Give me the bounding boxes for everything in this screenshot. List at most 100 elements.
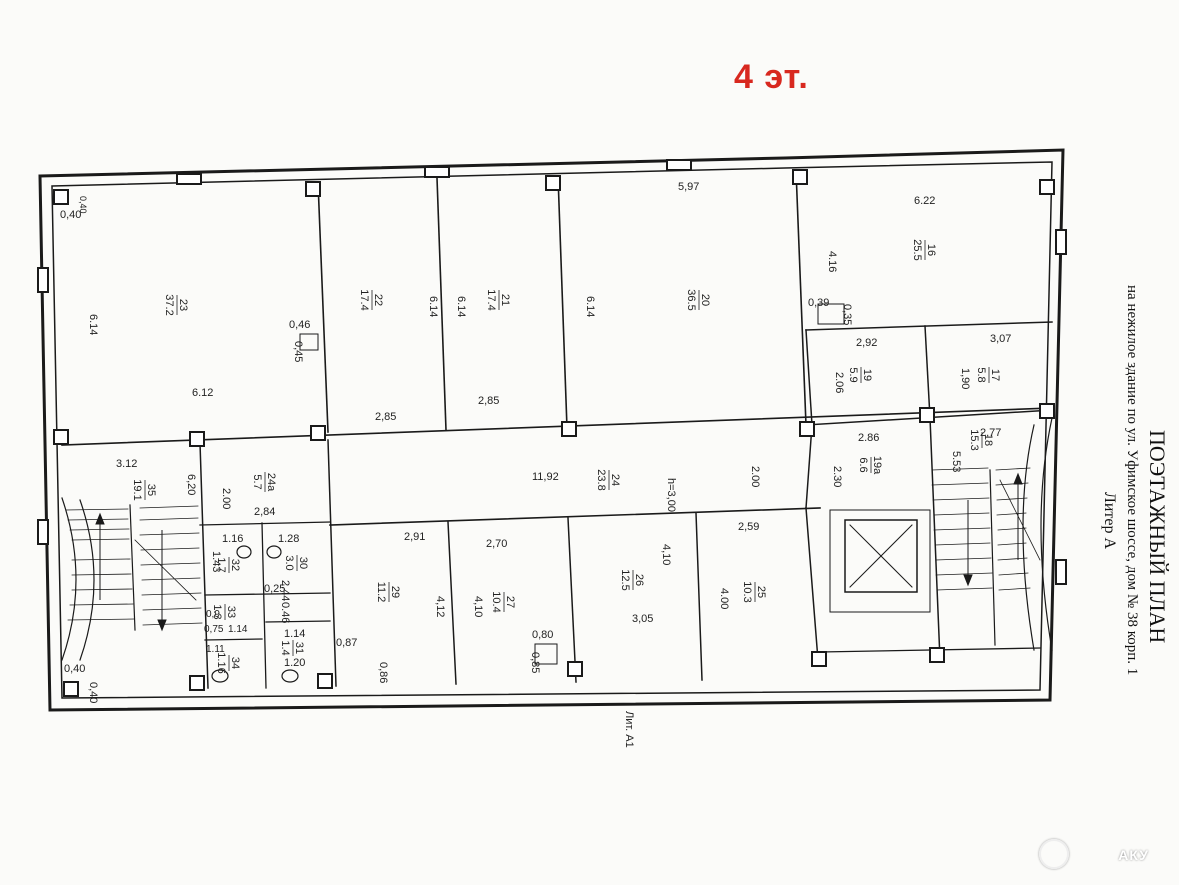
svg-text:27: 27 xyxy=(504,596,516,608)
svg-text:23: 23 xyxy=(177,299,189,311)
watermark-logo-icon xyxy=(1039,839,1069,869)
svg-text:1,90: 1,90 xyxy=(959,368,971,389)
svg-text:22: 22 xyxy=(372,294,384,306)
svg-text:35: 35 xyxy=(145,484,157,496)
svg-text:2.30: 2.30 xyxy=(831,466,843,487)
svg-text:5.7: 5.7 xyxy=(251,474,263,489)
room-31-label: 31 1.4 xyxy=(279,640,305,656)
svg-text:18: 18 xyxy=(982,434,994,446)
arrow-up-icon xyxy=(1013,472,1023,485)
room-18-label: 18 15.3 xyxy=(968,429,994,450)
svg-text:6.22: 6.22 xyxy=(914,195,935,207)
svg-text:1.20: 1.20 xyxy=(284,657,305,669)
svg-text:20: 20 xyxy=(699,294,711,306)
svg-text:6,20: 6,20 xyxy=(185,474,197,495)
room-34-label: 34 1.16 xyxy=(215,652,241,673)
svg-text:2.44: 2.44 xyxy=(279,580,291,601)
svg-text:3,07: 3,07 xyxy=(990,333,1011,345)
svg-text:36.5: 36.5 xyxy=(685,289,697,310)
svg-text:1.16: 1.16 xyxy=(222,533,243,545)
svg-text:5.9: 5.9 xyxy=(847,367,859,382)
svg-text:5.8: 5.8 xyxy=(975,367,987,382)
svg-text:4,12: 4,12 xyxy=(434,596,446,617)
room-23-label: 23 37.2 xyxy=(163,294,189,315)
svg-text:6.12: 6.12 xyxy=(192,387,213,399)
room-21-label: 21 17.4 xyxy=(485,289,511,310)
svg-text:6.6: 6.6 xyxy=(857,457,869,472)
arrow-down-icon xyxy=(157,619,167,632)
svg-text:2,92: 2,92 xyxy=(856,337,877,349)
watermark: АКУ xyxy=(1118,847,1149,863)
svg-text:26: 26 xyxy=(633,574,645,586)
svg-text:1.43: 1.43 xyxy=(210,551,222,572)
svg-text:25: 25 xyxy=(755,586,767,598)
svg-text:6.14: 6.14 xyxy=(584,296,596,317)
svg-text:30: 30 xyxy=(297,557,309,569)
svg-text:17.4: 17.4 xyxy=(358,289,370,310)
svg-text:0,39: 0,39 xyxy=(808,297,829,309)
arrow-up-icon xyxy=(95,512,105,525)
svg-text:29: 29 xyxy=(389,586,401,598)
room-35-label: 35 19.1 xyxy=(131,479,157,500)
svg-text:6.14: 6.14 xyxy=(427,296,439,317)
svg-text:2,70: 2,70 xyxy=(486,538,507,550)
room-24a-label: 24а 5.7 xyxy=(251,472,277,492)
svg-text:0,45: 0,45 xyxy=(292,341,304,362)
svg-text:4.16: 4.16 xyxy=(826,251,838,272)
outer-wall xyxy=(38,148,1065,712)
svg-text:33: 33 xyxy=(225,606,237,618)
room-19a-label: 19а 6.6 xyxy=(857,456,883,475)
svg-text:3.0: 3.0 xyxy=(283,555,295,570)
svg-text:31: 31 xyxy=(293,642,305,654)
svg-text:0,9: 0,9 xyxy=(206,609,220,620)
room-19-label: 19 5.9 xyxy=(847,367,873,383)
svg-text:37.2: 37.2 xyxy=(163,294,175,315)
svg-text:0,35: 0,35 xyxy=(841,304,853,325)
svg-text:21: 21 xyxy=(499,294,511,306)
svg-text:1.14: 1.14 xyxy=(284,628,305,640)
svg-text:17.4: 17.4 xyxy=(485,289,497,310)
room-24-label: 24 23.8 xyxy=(595,469,621,490)
svg-text:34: 34 xyxy=(229,657,241,669)
svg-text:12.5: 12.5 xyxy=(619,569,631,590)
svg-text:1.28: 1.28 xyxy=(278,533,299,545)
room-27-label: 27 10.4 xyxy=(490,591,516,612)
toilet-icon xyxy=(281,669,299,683)
svg-text:1.3: 1.3 xyxy=(211,604,223,619)
svg-text:2.00: 2.00 xyxy=(749,466,761,487)
svg-text:0,46: 0,46 xyxy=(289,319,310,331)
plan-subtitle: на нежилое здание по ул. Уфимское шоссе,… xyxy=(1124,285,1140,676)
svg-text:17: 17 xyxy=(989,369,1001,381)
svg-text:3.12: 3.12 xyxy=(116,458,137,470)
svg-text:2.06: 2.06 xyxy=(833,372,845,393)
svg-text:10.3: 10.3 xyxy=(741,581,753,602)
svg-text:2.86: 2.86 xyxy=(858,432,879,444)
svg-text:h=3,00: h=3,00 xyxy=(665,478,677,512)
svg-text:32: 32 xyxy=(229,559,241,571)
room-32-label: 32 1.7 xyxy=(215,557,241,573)
column-icon xyxy=(53,189,69,205)
svg-text:15.3: 15.3 xyxy=(968,429,980,450)
sink-icon xyxy=(236,545,252,559)
plan-title: ПОЭТАЖНЫЙ ПЛАН xyxy=(1145,430,1170,644)
svg-text:2.00: 2.00 xyxy=(220,488,232,509)
room-26-label: 26 12.5 xyxy=(619,569,645,590)
svg-text:19а: 19а xyxy=(871,456,883,475)
svg-text:1.14: 1.14 xyxy=(228,624,248,635)
svg-text:4,10: 4,10 xyxy=(660,544,672,565)
svg-text:1.7: 1.7 xyxy=(215,557,227,572)
svg-text:5.53: 5.53 xyxy=(950,451,962,472)
svg-text:3,05: 3,05 xyxy=(632,613,653,625)
room-20-label: 20 36.5 xyxy=(685,289,711,310)
svg-text:2,91: 2,91 xyxy=(404,531,425,543)
room-17-label: 17 5.8 xyxy=(975,367,1001,383)
svg-text:10.4: 10.4 xyxy=(490,591,502,612)
svg-text:0,25: 0,25 xyxy=(264,583,285,595)
svg-text:0,80: 0,80 xyxy=(532,629,553,641)
svg-text:4.00: 4.00 xyxy=(718,588,730,609)
svg-text:25.5: 25.5 xyxy=(911,239,923,260)
svg-text:1.4: 1.4 xyxy=(279,640,291,655)
svg-text:11,92: 11,92 xyxy=(532,471,559,483)
svg-text:5,97: 5,97 xyxy=(678,181,699,193)
sink-icon xyxy=(266,545,282,559)
